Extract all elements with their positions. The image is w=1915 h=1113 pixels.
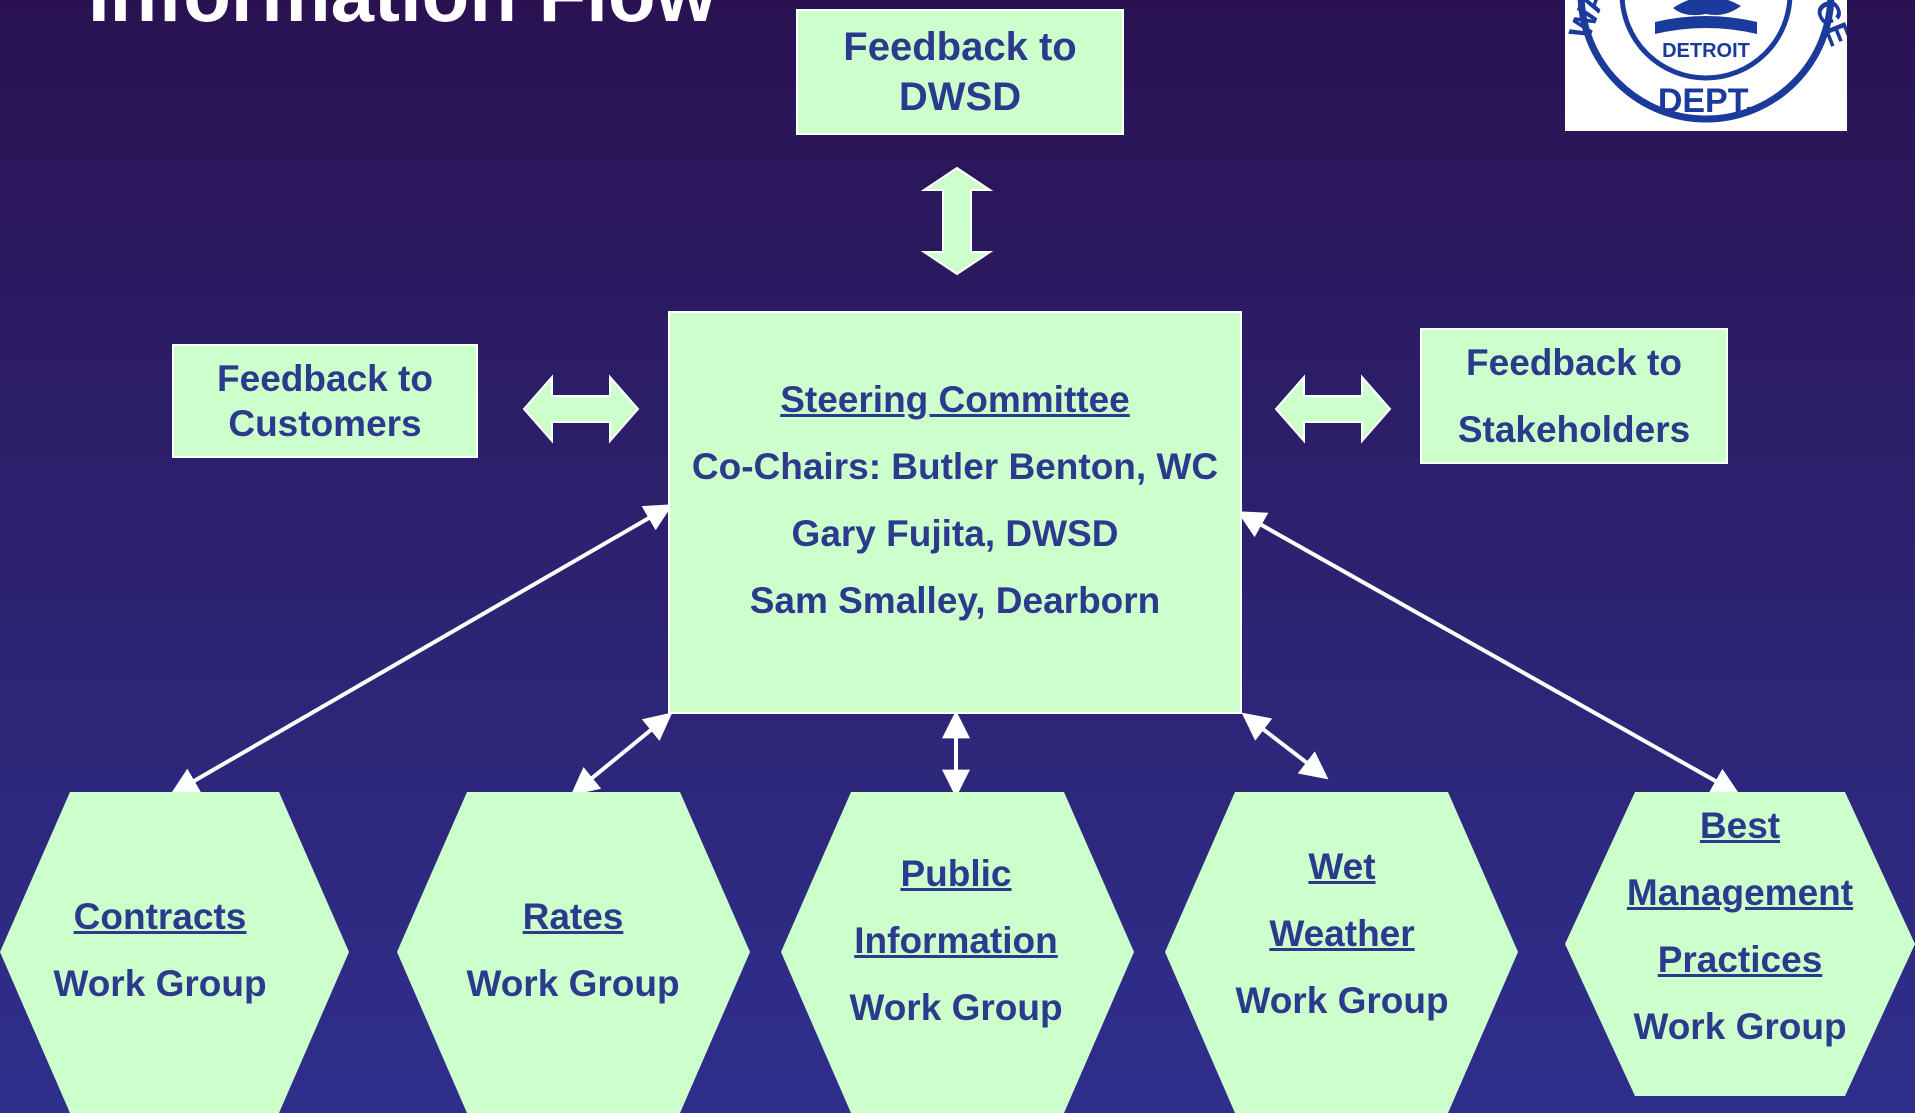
double-arrow-vertical xyxy=(920,166,994,276)
work-group-name: Management xyxy=(1626,872,1854,913)
steering-committee-box: Steering Committee Co-Chairs: Butler Ben… xyxy=(668,311,1242,714)
work-group-suffix: Work Group xyxy=(1633,1006,1847,1047)
feedback-stakeholders-line1: Feedback to xyxy=(1466,342,1682,383)
feedback-customers-box: Feedback to Customers xyxy=(172,344,478,458)
work-group-name: Rates xyxy=(522,896,624,937)
feedback-dwsd-box: Feedback to DWSD xyxy=(796,9,1124,135)
work-group-name: Public xyxy=(900,853,1012,894)
steering-member-fujita: Gary Fujita, DWSD xyxy=(791,513,1119,554)
work-group-name: Weather xyxy=(1269,913,1415,954)
work-group-wet-weather: Wet Weather Work Group xyxy=(1182,833,1502,1034)
feedback-stakeholders-box: Feedback to Stakeholders xyxy=(1420,328,1728,464)
double-arrow-right xyxy=(1274,374,1392,444)
work-group-rates: Rates Work Group xyxy=(413,870,733,1030)
slide-title: Information Flow xyxy=(88,0,716,38)
work-group-suffix: Work Group xyxy=(1235,980,1449,1021)
seal-ring-bottom: DEPT. xyxy=(1658,82,1754,120)
work-group-suffix: Work Group xyxy=(466,963,680,1004)
feedback-dwsd-line2: DWSD xyxy=(898,75,1022,119)
work-group-name: Wet xyxy=(1308,846,1376,887)
connector-contracts xyxy=(170,504,673,795)
hexagon-contracts xyxy=(0,792,349,1113)
double-arrow-left xyxy=(522,374,640,444)
work-group-public-information: Public Information Work Group xyxy=(796,840,1116,1041)
work-group-name: Practices xyxy=(1657,939,1823,980)
steering-committee-heading: Steering Committee xyxy=(780,379,1130,420)
feedback-stakeholders-line2: Stakeholders xyxy=(1457,409,1691,450)
seal-city-text: DETROIT xyxy=(1662,40,1750,62)
connector-bmp xyxy=(1237,511,1740,795)
work-group-name: Information xyxy=(854,920,1058,961)
steering-member-smalley: Sam Smalley, Dearborn xyxy=(749,580,1161,621)
work-group-name: Contracts xyxy=(73,896,247,937)
hexagon-bmp xyxy=(1565,792,1915,1096)
connector-rates xyxy=(570,712,673,796)
seal-graphic: DETROIT WA GE DEPT. xyxy=(1565,0,1847,123)
hexagon-wet-weather xyxy=(1165,792,1518,1113)
hexagon-rates xyxy=(397,792,750,1113)
hexagon-public-info xyxy=(781,792,1134,1113)
work-group-suffix: Work Group xyxy=(53,963,267,1004)
work-group-suffix: Work Group xyxy=(849,987,1063,1028)
work-group-name: Best xyxy=(1699,805,1781,846)
steering-co-chairs: Co-Chairs: Butler Benton, WC xyxy=(691,446,1219,487)
connector-wet-weather xyxy=(1241,712,1329,780)
feedback-customers-line1: Feedback to xyxy=(217,358,433,399)
feedback-customers-line2: Customers xyxy=(228,403,422,444)
work-group-contracts: Contracts Work Group xyxy=(0,870,320,1030)
feedback-dwsd-line1: Feedback to xyxy=(843,25,1077,69)
dwsd-seal-logo: DETROIT WA GE DEPT. xyxy=(1565,0,1847,131)
work-group-best-management-practices: Best Management Practices Work Group xyxy=(1580,792,1900,1060)
